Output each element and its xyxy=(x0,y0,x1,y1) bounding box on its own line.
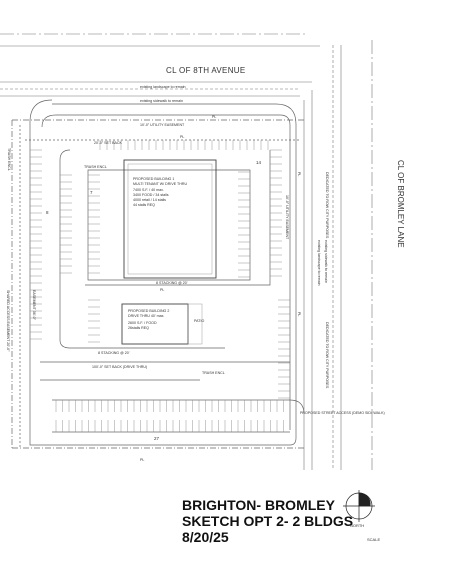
note-stacking-1: 8 STACKING @ 20' xyxy=(156,281,188,285)
note-sidewalk-right: existing sidewalk to remain xyxy=(324,240,328,283)
note-dedicated-top: DEDICATED TO ROW CITY PURPOSES xyxy=(325,172,329,239)
title-block: BRIGHTON- BROMLEY SKETCH OPT 2- 2 BLDGS … xyxy=(182,497,353,545)
note-trash-left: TRASH ENCL xyxy=(7,148,11,171)
building-1-line: 44 stalls REQ xyxy=(133,203,155,207)
8th-avenue-label: CL OF 8TH AVENUE xyxy=(166,66,245,75)
building-1-line: 7400 S.F. / 40 max. xyxy=(133,188,164,192)
note-trash-top: TRASH ENCL xyxy=(84,165,107,169)
stall-count-left-outer: 8 xyxy=(46,210,49,215)
building-2-line: PROPOSED BUILDING 2 xyxy=(128,309,169,313)
building-2-text: PROPOSED BUILDING 2 DRIVE THRU 40' max. … xyxy=(128,309,169,330)
note-patio: PATIO xyxy=(194,319,204,323)
building-1 xyxy=(123,159,217,279)
note-shared-access: SHARED ACCESS EASEMENT 20'-0" xyxy=(6,290,10,352)
stall-count-top-right: 14 xyxy=(256,160,262,165)
note-dedicated-bottom: DEDICATED TO ROW CITY PURPOSES xyxy=(325,322,329,389)
building-2 xyxy=(121,303,203,345)
note-pl-bottom: PL xyxy=(140,458,144,462)
note-landscape: existing landscape to remain xyxy=(140,85,186,89)
note-utility-easement: 10'-0" UTILITY EASEMENT xyxy=(140,123,185,127)
note-sidewalk: existing sidewalk to remain xyxy=(140,99,183,103)
stall-count-left-upper: 7 xyxy=(90,190,93,195)
sketch-title: SKETCH OPT 2- 2 BLDGS xyxy=(182,513,354,529)
building-2-line: DRIVE THRU 40' max. xyxy=(128,314,164,318)
sketch-date: 8/20/25 xyxy=(182,529,229,545)
note-pl-right-1: PL xyxy=(297,172,301,176)
building-1-line: MULTI TENANT W/ DRIVE THRU xyxy=(133,182,187,186)
bromley-lane-label: CL OF BROMLEY LANE xyxy=(396,160,405,248)
building-2-line: 2600 S.F. / FOOD xyxy=(128,321,157,325)
8th-avenue-street xyxy=(0,33,320,97)
note-pl-top: PL xyxy=(212,115,216,119)
north-arrow-icon xyxy=(343,490,375,522)
note-pl-mid: PL xyxy=(180,135,184,139)
north-label: NORTH xyxy=(350,523,365,528)
project-title: BRIGHTON- BROMLEY xyxy=(182,497,335,513)
note-easement-left: EASEMENT 36'-0" xyxy=(32,290,36,321)
note-pl-right-2: PL xyxy=(297,312,301,316)
note-trash-bottom: TRASH ENCL xyxy=(202,371,225,375)
building-1-line: PROPOSED BUILDING 1 xyxy=(133,177,174,181)
building-1-text: PROPOSED BUILDING 1 MULTI TENANT W/ DRIV… xyxy=(133,177,187,207)
note-landscape-right: existing landscape to remain xyxy=(317,240,321,286)
parking-stalls xyxy=(30,140,290,432)
note-stacking-2: 8 STACKING @ 20' xyxy=(98,351,130,355)
bromley-lane-street xyxy=(303,40,373,470)
building-2-line: 26stalls REQ xyxy=(128,326,149,330)
building-1-line: 4000 retail / 14 stalls xyxy=(133,198,166,202)
site-drive-aisle xyxy=(11,99,306,449)
note-street-access-1: PROPOSED STREET ACCESS (DEMO SIDEWALK) xyxy=(300,411,385,415)
note-pl-left-mid: PL xyxy=(160,288,164,292)
scale-label: SCALE xyxy=(367,537,381,542)
note-setback-top: 20'-0" SET BACK xyxy=(94,141,122,145)
note-setback-bottom: 100'-0" SET BACK (DRIVE THRU) xyxy=(92,365,147,369)
note-utility-easement-right: 10'-0" UTILITY EASEMENT xyxy=(285,195,289,240)
building-1-line: 3400 FOOD / 34 stalls xyxy=(133,193,169,197)
stall-count-bottom: 27 xyxy=(154,436,160,441)
